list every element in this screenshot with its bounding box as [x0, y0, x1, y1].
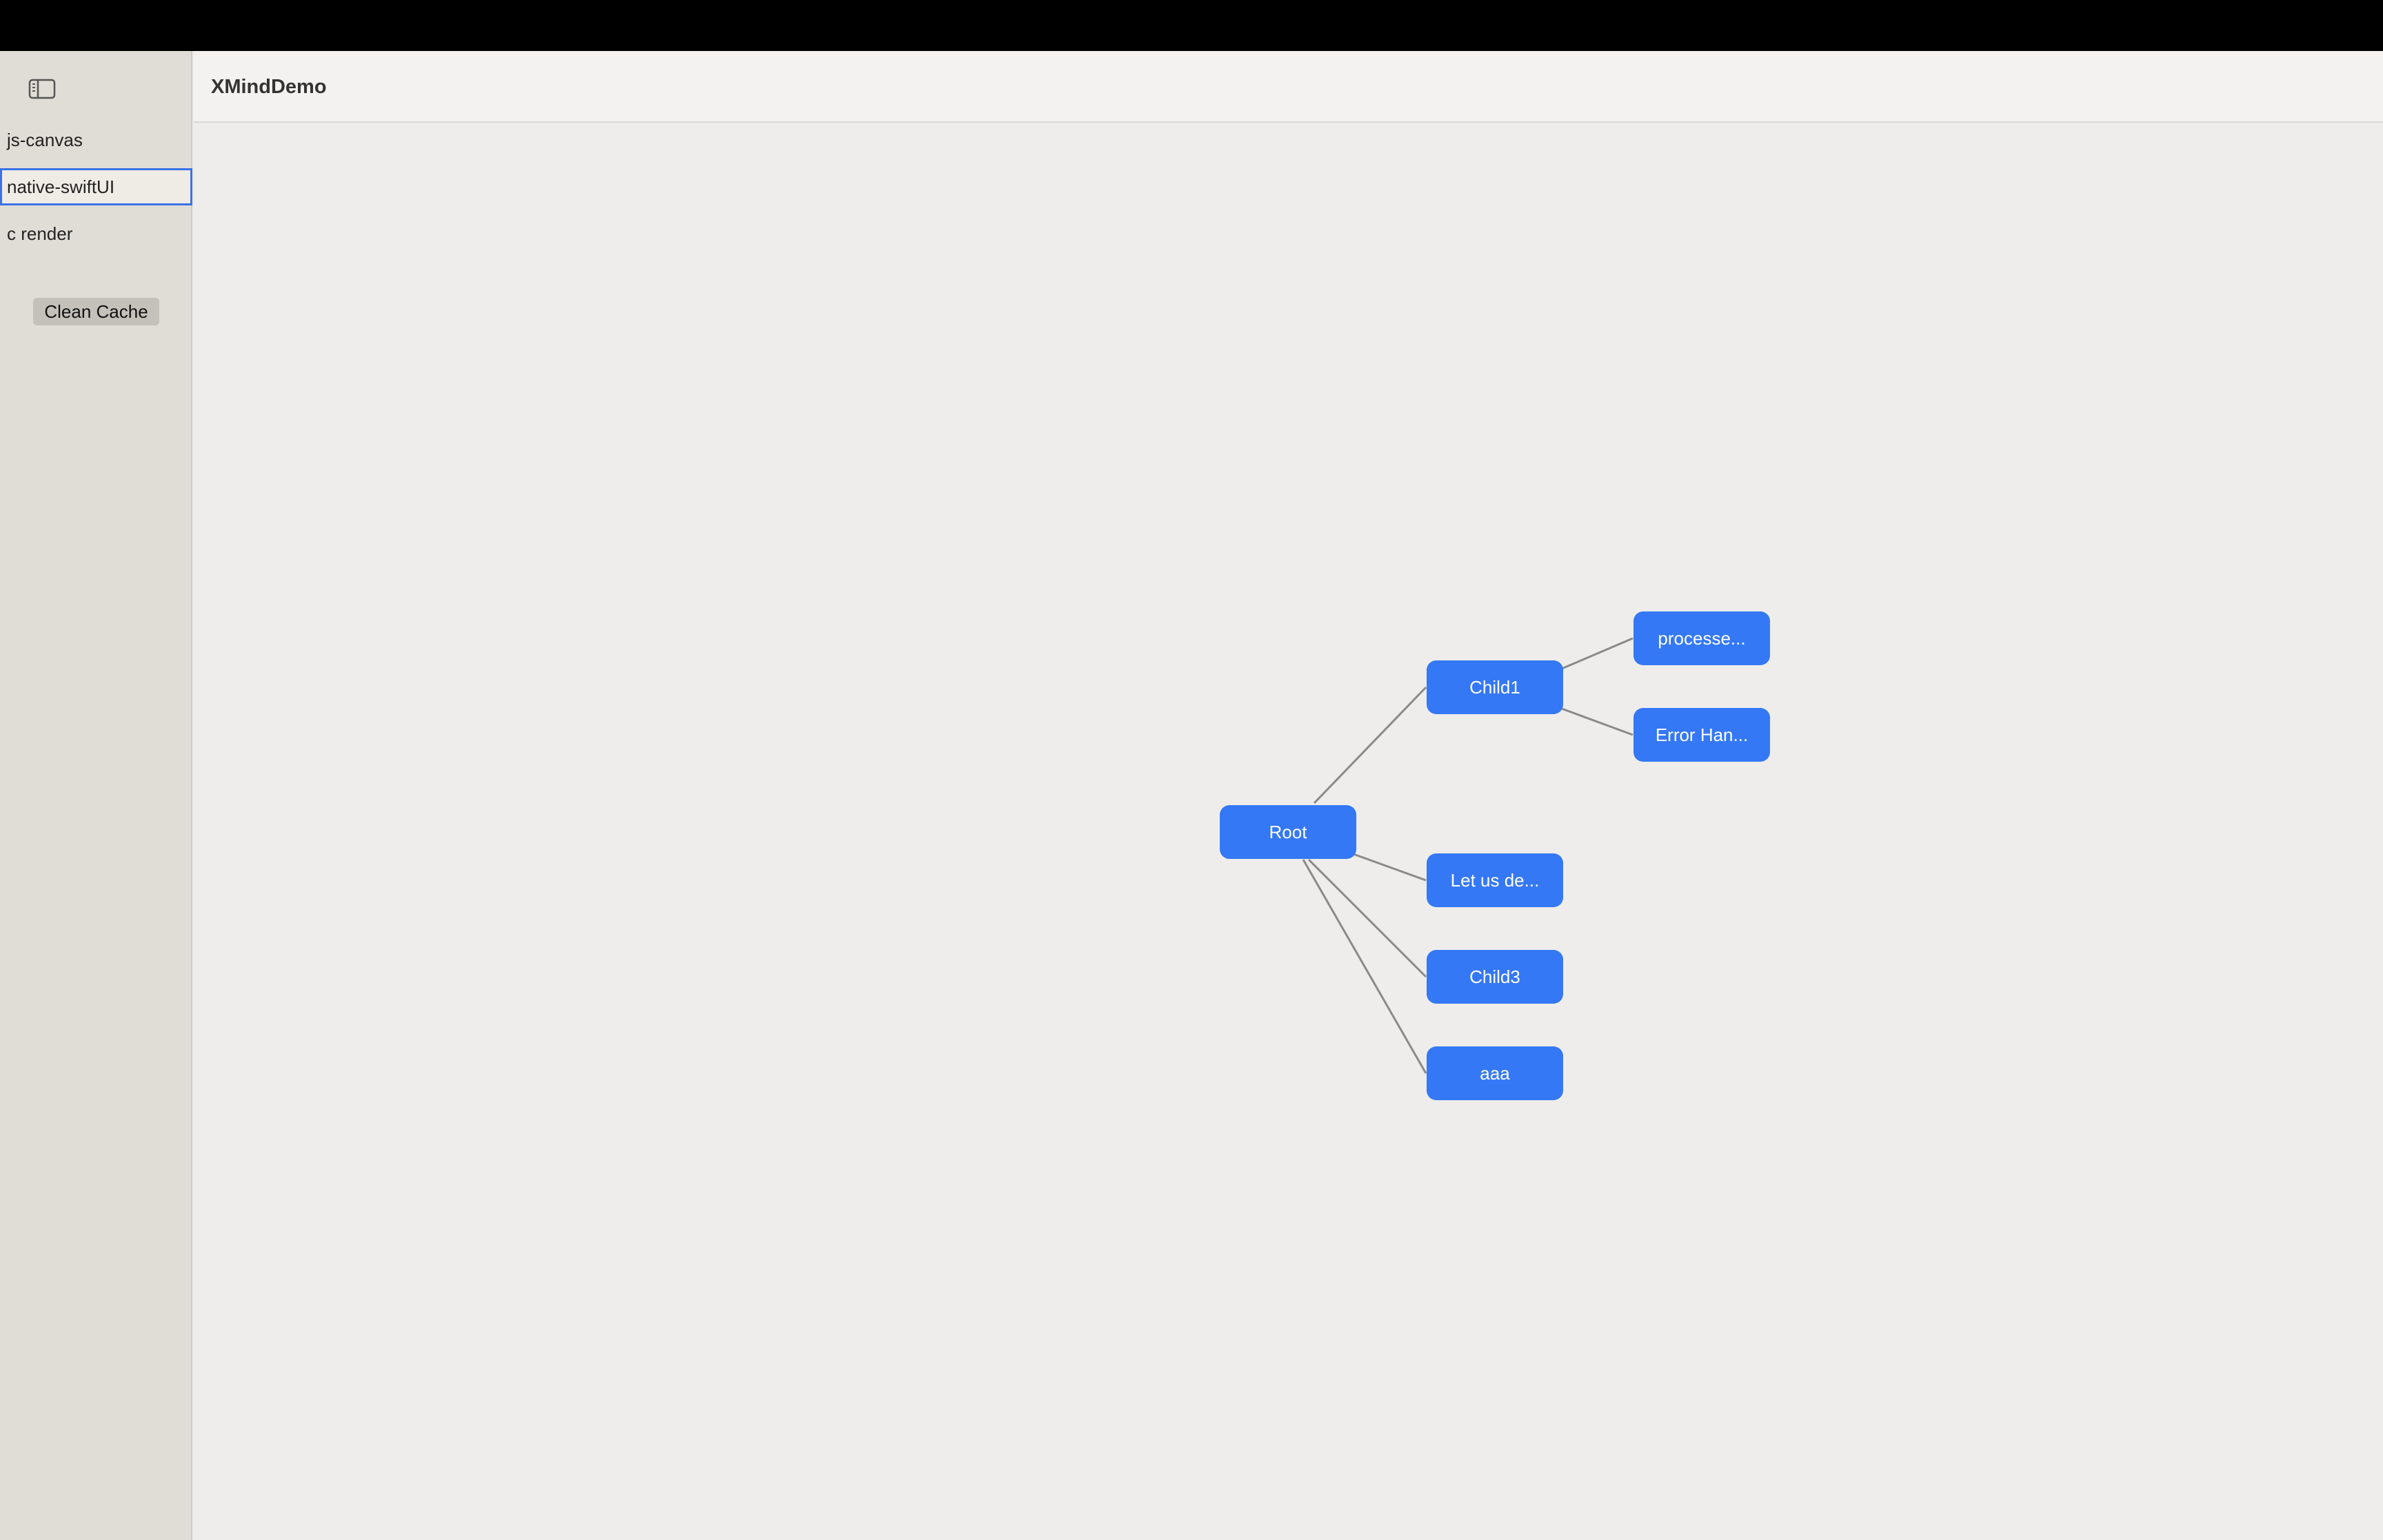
mindmap-node-label: aaa: [1480, 1063, 1510, 1084]
mindmap-node-errorhan[interactable]: Error Han...: [1633, 708, 1770, 762]
mindmap-node-box: [1427, 950, 1563, 1004]
sidebar-item-native-swiftui[interactable]: native-swiftUI: [0, 168, 192, 205]
mindmap-node-root[interactable]: Root: [1220, 805, 1356, 859]
mindmap-node-processe[interactable]: processe...: [1633, 611, 1770, 665]
mindmap-node-child1[interactable]: Child1: [1427, 660, 1563, 714]
sidebar-toggle-icon: [28, 79, 56, 99]
sidebar-item-c-render[interactable]: c render: [7, 223, 73, 244]
mindmap-node-box: [1427, 1046, 1563, 1100]
mindmap-node-box: [1427, 660, 1563, 714]
mindmap-node-label: Let us de...: [1451, 870, 1540, 891]
sidebar: js-canvas native-swiftUI c render Clean …: [0, 51, 192, 1540]
mindmap-node-child3[interactable]: Child3: [1427, 950, 1563, 1004]
mindmap-node-label: Child1: [1469, 677, 1520, 698]
sidebar-item-js-canvas[interactable]: js-canvas: [7, 130, 83, 150]
mindmap-node-box: [1220, 805, 1356, 859]
menu-bar: [0, 0, 2383, 51]
main-content: XMindDemo: [194, 51, 2383, 1540]
mindmap-nodes: Root Child1 processe... Error Han... Let us …: [1220, 611, 1770, 1100]
title-bar: XMindDemo: [194, 51, 2383, 123]
mindmap-node-label: Child3: [1469, 966, 1520, 987]
mindmap-node-box: [1633, 611, 1770, 665]
mindmap-node-aaa[interactable]: aaa: [1427, 1046, 1563, 1100]
mindmap-node-label: processe...: [1658, 628, 1745, 649]
mindmap-node-box: [1427, 853, 1563, 907]
mindmap-node-letusde[interactable]: Let us de...: [1427, 853, 1563, 907]
clean-cache-button[interactable]: Clean Cache: [33, 298, 159, 325]
app-title: XMindDemo: [211, 76, 327, 98]
sidebar-toggle-button[interactable]: [28, 74, 57, 103]
mindmap-node-box: [1633, 708, 1770, 762]
mindmap-node-label: Root: [1269, 822, 1308, 842]
mindmap-node-label: Error Han...: [1656, 725, 1748, 745]
